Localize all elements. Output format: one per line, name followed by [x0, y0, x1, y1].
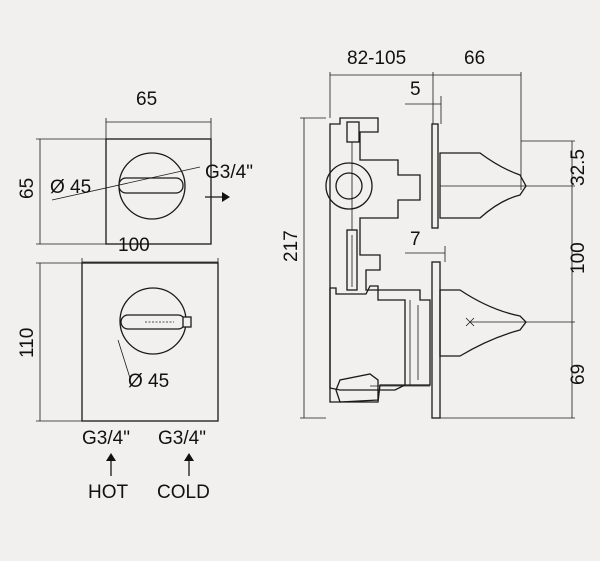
- outlet-arrow-icon: [205, 192, 230, 202]
- small-diameter-label: Ø 45: [50, 177, 91, 198]
- small-width-label: 65: [136, 89, 157, 110]
- plate-large-label: 7: [410, 229, 421, 250]
- large-front-view: [36, 258, 219, 422]
- bottom-offset-label: 69: [568, 364, 589, 385]
- bottom-handle: [439, 289, 527, 357]
- large-height-label: 110: [17, 328, 38, 358]
- cold-label: COLD: [157, 482, 210, 503]
- hot-thread-label: G3/4": [82, 428, 130, 449]
- hot-label: HOT: [88, 482, 129, 503]
- small-height-label: 65: [17, 178, 38, 199]
- top-offset-label: 32.5: [568, 149, 589, 186]
- large-plate: [81, 262, 219, 422]
- hot-arrow-icon: [106, 453, 116, 476]
- outlet-ring: [325, 162, 373, 210]
- large-diameter-label: Ø 45: [128, 371, 169, 392]
- small-plate: [105, 138, 212, 245]
- cold-thread-label: G3/4": [158, 428, 206, 449]
- top-plate: [431, 123, 439, 229]
- small-knob-lever: [118, 177, 184, 194]
- plate-small-label: 5: [410, 79, 421, 100]
- side-view: [300, 72, 575, 419]
- top-handle: [439, 152, 527, 219]
- spacing-label: 100: [568, 242, 589, 274]
- total-height-label: 217: [281, 230, 302, 262]
- handle-depth-label: 66: [464, 48, 485, 69]
- large-width-label: 100: [118, 235, 150, 256]
- small-front-view: [36, 118, 212, 245]
- depth-range-label: 82-105: [347, 48, 406, 69]
- bottom-plate: [431, 261, 441, 419]
- outlet-thread-label: G3/4": [205, 162, 253, 183]
- cold-arrow-icon: [184, 453, 194, 476]
